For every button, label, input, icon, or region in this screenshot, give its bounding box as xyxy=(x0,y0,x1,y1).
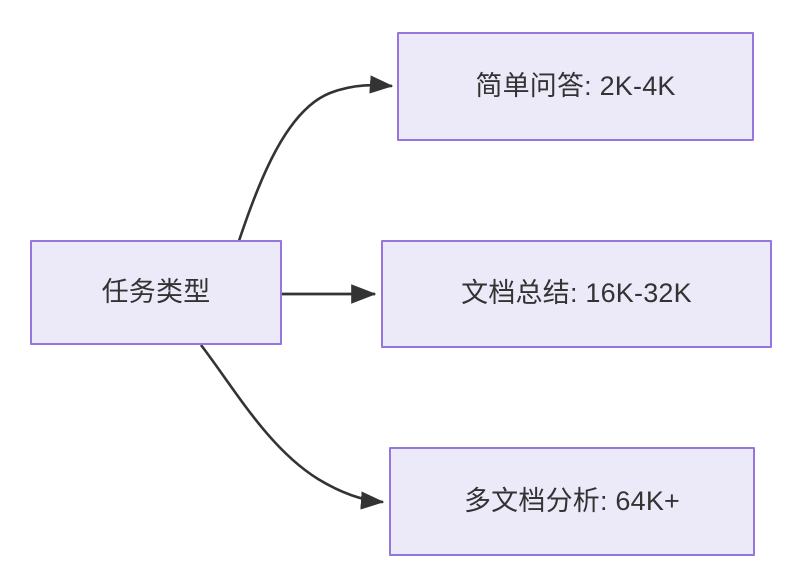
node-multi-doc-label: 多文档分析: 64K+ xyxy=(463,485,680,516)
node-task-type[interactable]: 任务类型 xyxy=(30,240,282,345)
node-task-type-label: 任务类型 xyxy=(101,276,211,307)
node-doc-summary-label: 文档总结: 16K-32K xyxy=(461,278,692,309)
edge-source-to-multi-doc xyxy=(199,344,385,510)
node-simple-qa-label: 简单问答: 2K-4K xyxy=(475,70,676,101)
node-multi-doc[interactable]: 多文档分析: 64K+ xyxy=(389,447,755,556)
node-doc-summary[interactable]: 文档总结: 16K-32K xyxy=(381,240,772,348)
node-simple-qa[interactable]: 简单问答: 2K-4K xyxy=(397,32,754,141)
